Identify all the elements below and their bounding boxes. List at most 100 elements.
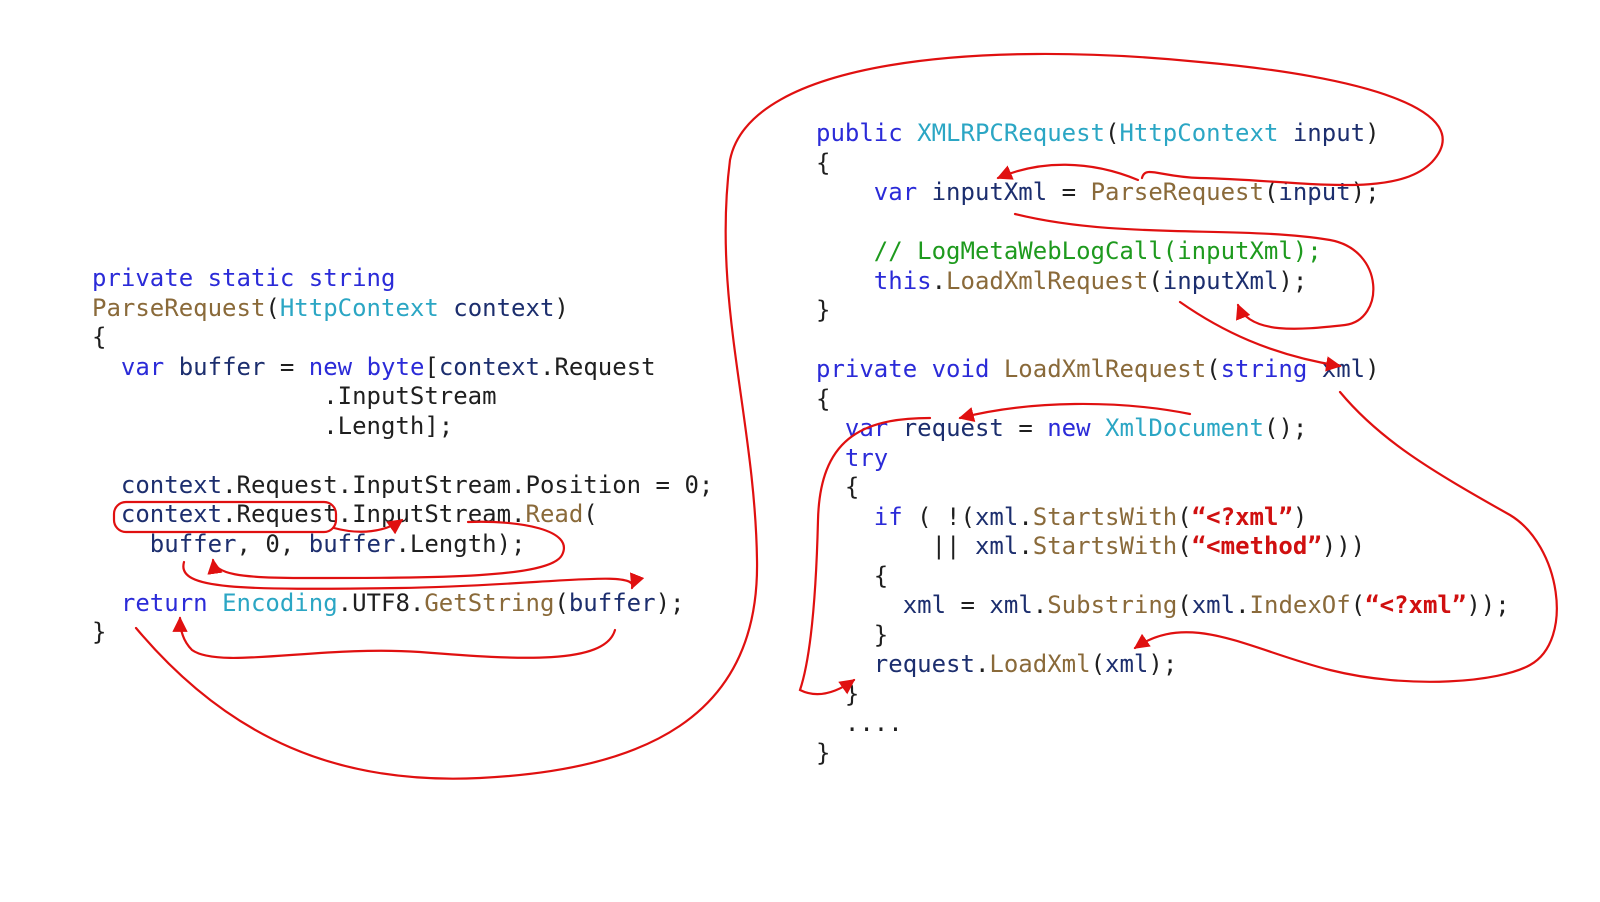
code-token: ParseRequest [1090, 178, 1264, 206]
code-token: Substring [1047, 591, 1178, 619]
code-token: ( [1177, 502, 1192, 531]
code-token: ( [554, 588, 569, 617]
code-token: context [453, 293, 555, 322]
code-token: Encoding [222, 588, 338, 617]
parse-request-code-line: private static string [92, 264, 713, 294]
code-token: ( [1177, 532, 1192, 560]
code-token: inputXml [1162, 266, 1279, 295]
code-token: LoadXml [989, 650, 1091, 678]
code-token: { [816, 384, 831, 413]
code-token: ParseRequest [92, 293, 266, 322]
code-token: new [308, 352, 353, 381]
code-token: void [931, 355, 990, 383]
code-token: xml [902, 591, 947, 619]
code-token: } [816, 296, 831, 324]
code-token: { [816, 148, 831, 177]
code-token: buffer [178, 352, 266, 381]
code-token: { [873, 561, 889, 590]
code-token: . [974, 650, 990, 678]
code-token: .UTF8. [337, 588, 425, 617]
code-token: string [1220, 355, 1308, 383]
xmlrpc-request-code-line: { [816, 385, 1510, 415]
code-token: private [816, 355, 918, 383]
flow-arrow-inputxml-to-loadxmlrequest-arg [1013, 212, 1375, 330]
code-token: ) [1365, 119, 1380, 147]
code-token: var [120, 352, 165, 381]
code-token: public [816, 119, 903, 147]
code-token: return [120, 588, 208, 617]
code-token: “<method” [1191, 532, 1322, 560]
xmlrpc-request-code-line: || xml.StartsWith(“<method”))) [816, 532, 1510, 562]
code-token: ( [1263, 178, 1279, 206]
parse-request-code-line: } [92, 618, 713, 648]
code-token: . [1018, 532, 1033, 560]
code-token: )); [1466, 591, 1510, 619]
xmlrpc-request-code-line: xml = xml.Substring(xml.IndexOf(“<?xml”)… [816, 591, 1510, 621]
code-token: ( [1177, 591, 1192, 619]
xmlrpc-request-code-line: { [816, 149, 1510, 179]
code-token: . [1032, 591, 1048, 619]
code-token: || [816, 532, 975, 560]
flow-arrow-xml-to-substring [1133, 390, 1558, 683]
xmlrpc-request-code-line: { [816, 473, 1510, 503]
parse-request-code-line: var buffer = new byte[context.Request [92, 353, 713, 383]
code-token: [ [424, 352, 439, 381]
code-token: buffer [308, 529, 396, 558]
code-token: context [438, 352, 540, 381]
code-token: ( [265, 293, 280, 322]
flow-arrow-request-to-loadxml [798, 416, 932, 696]
flow-arrow-read-to-buffer [207, 520, 565, 580]
code-token: request [873, 650, 975, 678]
code-token: = [265, 352, 309, 381]
code-token: try [844, 443, 889, 472]
code-token: StartsWith [1032, 532, 1178, 560]
code-token: Read [525, 500, 584, 528]
code-token: input [1292, 119, 1366, 147]
parse-request-code-line: context.Request.InputStream.Position = 0… [92, 471, 713, 501]
parse-request-code-line: ParseRequest(HttpContext context) [92, 294, 713, 324]
code-token: } [92, 618, 107, 646]
code-token: ); [1350, 178, 1380, 206]
xmlrpc-request-code-line: } [816, 621, 1510, 651]
code-token: ))) [1321, 532, 1366, 560]
code-token: ) [554, 293, 569, 322]
parse-request-code-line: .InputStream [92, 382, 713, 412]
code-token: .Length); [395, 529, 526, 558]
code-token: “<?xml” [1191, 502, 1293, 531]
code-token: buffer [568, 588, 656, 617]
code-token: GetString [424, 588, 555, 617]
xmlrpc-request-code-line: } [816, 296, 1510, 326]
code-token: XMLRPCRequest [917, 119, 1105, 147]
code-token: // LogMetaWebLogCall(inputXml); [873, 237, 1322, 265]
xmlrpc-request-code-line: if ( !(xml.StartsWith(“<?xml”) [816, 503, 1510, 533]
code-token: { [92, 323, 107, 351]
flow-arrow-xmldocument-to-request [958, 402, 1192, 423]
xmlrpc-request-code-line: .... [816, 709, 1510, 739]
code-token: .Length]; [323, 411, 454, 440]
code-token: } [873, 620, 889, 649]
code-token: private static string [92, 264, 396, 292]
code-token: ) [1292, 502, 1308, 531]
code-token: .... [816, 709, 903, 737]
code-token: inputXml [931, 178, 1048, 206]
parse-request-code-line: return Encoding.UTF8.GetString(buffer); [92, 589, 713, 619]
code-token: ( [1350, 591, 1366, 619]
xmlrpc-request-code-line: } [816, 739, 1510, 769]
code-token: ); [655, 588, 685, 617]
xmlrpc-request-code-line: try [816, 444, 1510, 474]
code-token: this [873, 266, 932, 295]
code-token: ); [1278, 266, 1308, 295]
xmlrpc-request-code-line: this.LoadXmlRequest(inputXml); [816, 267, 1510, 297]
xmlrpc-request-code-line: private void LoadXmlRequest(string xml) [816, 355, 1510, 385]
code-token: xml [989, 591, 1033, 619]
code-token: . [1018, 502, 1033, 531]
code-token: context [120, 470, 223, 499]
flow-arrow-return-to-parserequest-call [134, 52, 1444, 780]
code-token: byte [366, 352, 425, 381]
code-token: ); [1148, 650, 1178, 678]
flow-arrow-buffer-to-getstring [182, 560, 645, 590]
code-token: HttpContext [1119, 119, 1279, 147]
xmlrpc-request-code-line: var inputXml = ParseRequest(input); [816, 178, 1510, 208]
code-token: ( [583, 500, 598, 528]
code-token: xml [1191, 591, 1236, 619]
